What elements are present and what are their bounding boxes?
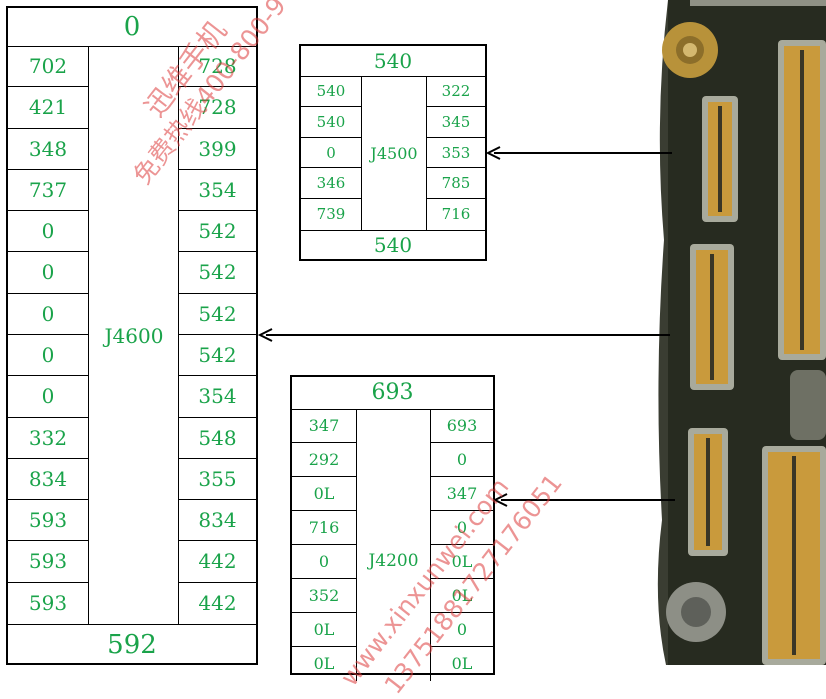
j4600-right-pin-value: 728 bbox=[179, 87, 256, 129]
j4600-right-pin-value: 542 bbox=[179, 335, 256, 377]
j4600-left-pin-value: 834 bbox=[8, 459, 88, 501]
j4200-right-pin-value: 0 bbox=[431, 511, 493, 545]
j4600-right-pin-value: 548 bbox=[179, 418, 256, 459]
j4600-left-pin-value: 0 bbox=[8, 376, 88, 418]
j4600-right-pin-value: 442 bbox=[198, 590, 237, 615]
arrow-j4500 bbox=[486, 146, 672, 160]
j4500-left-pin-value: 540 bbox=[301, 76, 361, 107]
j4600-bottom-value: 592 bbox=[8, 624, 256, 666]
j4600-right-pin-value: 728 bbox=[179, 46, 256, 88]
j4600-right-pin-value: 442 bbox=[179, 541, 256, 583]
j4600-left-pin-value: 593 bbox=[8, 541, 88, 583]
j4600-left-pin-value: 0 bbox=[8, 211, 88, 253]
j4600-right-pin-value: 399 bbox=[179, 129, 256, 170]
j4600-left-pin-value: 593 bbox=[28, 590, 68, 615]
j4500-left-pin-value: 346 bbox=[301, 168, 361, 200]
j4600-right-pin-value: 542 bbox=[179, 252, 256, 294]
j4200-left-pin-value: 347 bbox=[292, 409, 356, 443]
j4600-label: J4600 bbox=[104, 324, 164, 348]
j4600-right-pin-value: 355 bbox=[179, 459, 256, 501]
j4200-label: J4200 bbox=[368, 551, 419, 571]
j4600-left-pin-value: 702 bbox=[8, 46, 88, 88]
j4200-left-pin-value: 0 bbox=[292, 545, 356, 579]
j4200-top-value: 693 bbox=[292, 377, 493, 410]
j4500-right-pin-value: 345 bbox=[427, 107, 485, 138]
j4600-right-pin-value: 542 bbox=[179, 211, 256, 253]
j4500-right-pin-value: 785 bbox=[427, 168, 485, 200]
j4600-left-pin-value: 332 bbox=[8, 418, 88, 459]
j4200-right-pin-value: 0L bbox=[431, 579, 493, 613]
j4600-left-pin-value: 0 bbox=[8, 335, 88, 377]
j4600-top-value: 0 bbox=[8, 8, 256, 47]
j4500-bottom-value: 540 bbox=[301, 230, 485, 260]
j4200-left-pin-value: 0L bbox=[292, 477, 356, 511]
j4600-left-pin-value: 0 bbox=[8, 294, 88, 335]
j4600-left-pin-value: 737 bbox=[8, 170, 88, 212]
j4500-top-value: 540 bbox=[301, 46, 485, 77]
j4200-left-pin-value: 352 bbox=[292, 579, 356, 613]
arrow-j4200 bbox=[493, 493, 675, 507]
j4600-left-pin-value: 0 bbox=[8, 252, 88, 294]
j4600-right-pin-value: 354 bbox=[179, 170, 256, 212]
arrow-j4600 bbox=[258, 328, 670, 342]
j4500-right-pin-value: 716 bbox=[441, 205, 471, 224]
j4200-right-pin-value: 347 bbox=[431, 477, 493, 511]
j4500-left-pin-value: 0 bbox=[301, 138, 361, 169]
j4500-left-pin-value: 739 bbox=[316, 205, 346, 224]
j4200-right-pin-value: 0L bbox=[451, 654, 473, 673]
j4200-left-pin-value: 716 bbox=[292, 511, 356, 545]
j4600-right-pin-value: 834 bbox=[179, 500, 256, 542]
j4200-right-pin-value: 0L bbox=[431, 545, 493, 579]
j4600-left-pin-value: 348 bbox=[8, 129, 88, 170]
j4200-right-pin-value: 0 bbox=[431, 443, 493, 477]
j4500-left-pin-value: 540 bbox=[301, 107, 361, 138]
j4500-right-pin-value: 353 bbox=[427, 138, 485, 169]
j4200-left-pin-value: 0L bbox=[292, 613, 356, 647]
j4200-left-pin-value: 292 bbox=[292, 443, 356, 477]
circuit-board-photo bbox=[657, 0, 826, 665]
j4200-right-pin-value: 0 bbox=[431, 613, 493, 647]
j4600-left-pin-value: 421 bbox=[8, 87, 88, 129]
j4600-left-pin-value: 593 bbox=[8, 500, 88, 542]
j4200-right-pin-value: 693 bbox=[431, 409, 493, 443]
j4500-label: J4500 bbox=[370, 144, 418, 163]
j4600-right-pin-value: 354 bbox=[179, 376, 256, 418]
j4500-right-pin-value: 322 bbox=[427, 76, 485, 107]
j4600-right-pin-value: 542 bbox=[179, 294, 256, 335]
